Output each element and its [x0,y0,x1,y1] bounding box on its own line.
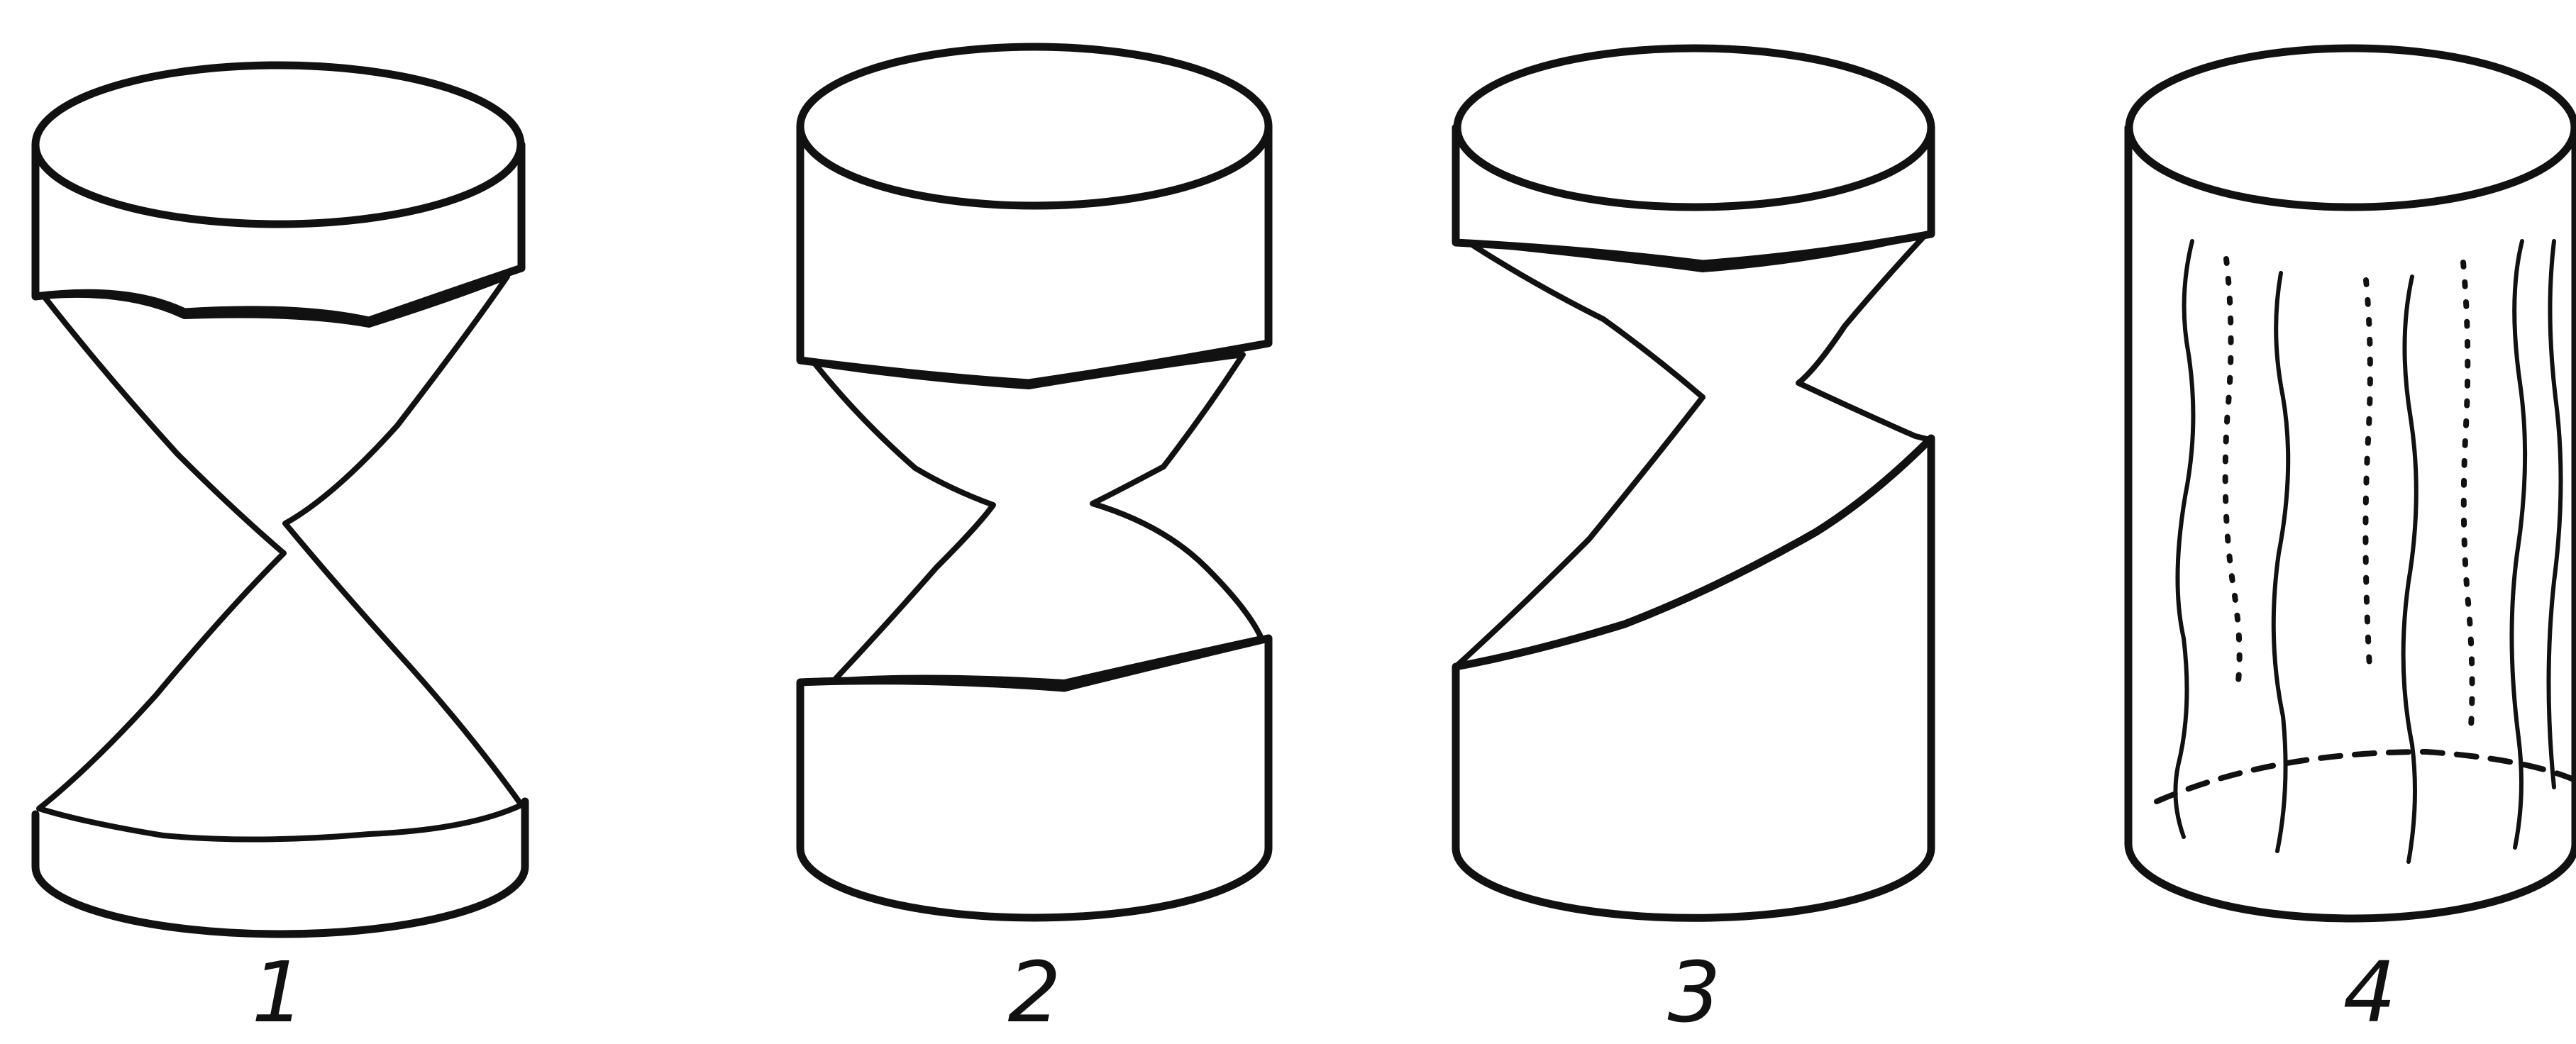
specimen-2-top-face [800,47,1268,206]
label-1: 1 [251,943,304,1041]
specimen-3 [1456,48,1931,918]
specimen-1-crushed-zone [39,277,521,840]
specimen-4 [2128,48,2575,918]
label-3: 3 [1667,943,1720,1041]
specimen-2 [800,47,1268,918]
specimen-1 [35,65,525,934]
specimen-1-top-face [35,65,521,224]
specimen-2-crushed-zone [814,355,1261,682]
label-2: 2 [1007,943,1061,1041]
specimen-4-top-face [2129,48,2575,207]
specimen-4-body [2128,128,2575,918]
specimen-3-top-face [1457,48,1931,207]
label-4: 4 [2343,943,2396,1041]
